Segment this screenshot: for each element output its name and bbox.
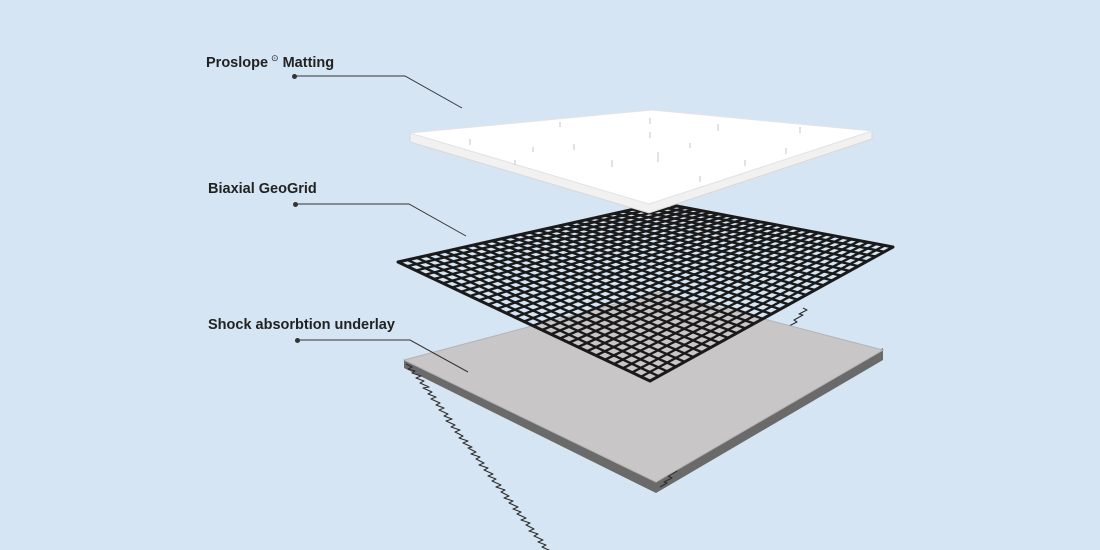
shock-underlay-layer [402, 291, 885, 550]
geogrid-line [577, 233, 828, 349]
geogrid-line [541, 227, 795, 332]
geogrid-line [523, 223, 778, 323]
geogrid-layer [396, 201, 895, 383]
matting-leader-dot [292, 74, 297, 79]
geogrid-line [604, 238, 853, 361]
geogrid-line [640, 244, 886, 378]
geogrid-leader-dot [293, 202, 298, 207]
underlay-leader [297, 339, 469, 373]
registered-mark: ⊙ [271, 53, 279, 63]
geogrid-leader [295, 203, 467, 237]
geogrid-line [613, 239, 861, 366]
underlay-leader-dot [295, 338, 300, 343]
matting-layer [409, 109, 873, 214]
geogrid-line [576, 220, 816, 292]
geogrid-line [586, 234, 836, 353]
geogrid-line [566, 222, 807, 297]
geogrid-border [396, 201, 895, 383]
label-shock-underlay: Shock absorbtion underlay [208, 317, 395, 333]
geogrid-line [631, 242, 877, 374]
matting-surface [409, 109, 873, 205]
geogrid-line [604, 214, 842, 277]
geogrid-line [532, 225, 786, 327]
label-proslope-matting: Proslope⊙Matting [206, 53, 335, 71]
matting-suffix: Matting [282, 54, 335, 71]
geogrid-line [585, 218, 824, 287]
matting-leader [294, 75, 463, 109]
geogrid-line [547, 227, 790, 306]
geogrid-line [632, 208, 868, 263]
geogrid-line [641, 206, 876, 258]
geogrid-line [550, 228, 803, 336]
geogrid-line [559, 230, 811, 340]
geogrid-line [594, 216, 833, 282]
geogrid-line [595, 236, 844, 357]
label-biaxial-geogrid: Biaxial GeoGrid [208, 181, 317, 197]
geogrid-line [557, 225, 798, 301]
geogrid-line [623, 210, 859, 268]
geogrid-line [538, 229, 781, 311]
geogrid-line [622, 241, 869, 370]
geogrid-line [613, 212, 850, 273]
matting-name: Proslope [206, 54, 269, 71]
geogrid-line [651, 203, 885, 253]
matting-texture [469, 118, 801, 182]
geogrid-line [568, 231, 819, 344]
